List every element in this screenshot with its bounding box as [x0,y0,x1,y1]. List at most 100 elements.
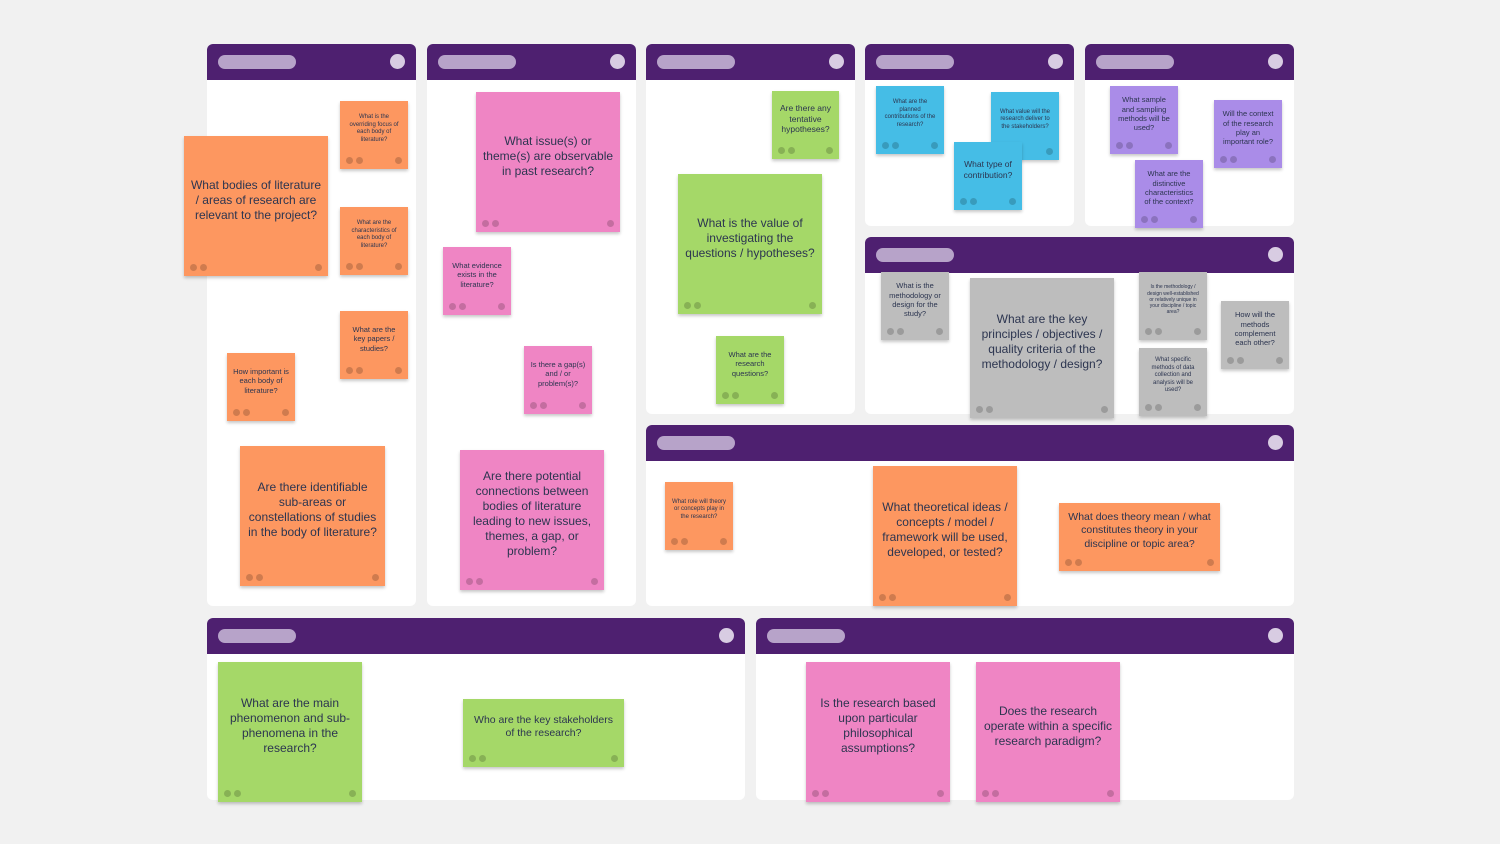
sticky-note[interactable]: What is the methodology or design for th… [881,272,949,340]
panel-menu-dot[interactable] [610,54,625,69]
note-corner-dot [1004,594,1011,601]
note-text: Is there a gap(s) and / or problem(s)? [530,359,586,388]
sticky-note[interactable]: How will the methods complement each oth… [1221,301,1289,369]
panel-title-placeholder[interactable] [1096,55,1174,69]
note-dots [1145,404,1162,411]
note-text: What are the planned contributions of th… [884,99,936,128]
note-dots [1227,357,1244,364]
note-corner-dot [349,790,356,797]
sticky-note[interactable]: Will the context of the research play an… [1214,100,1282,168]
note-text: How important is each body of literature… [233,366,289,395]
note-corner-dot [607,220,614,227]
sticky-note[interactable]: What are the key principles / objectives… [970,278,1114,418]
note-corner-dot [826,147,833,154]
note-text: Does the research operate within a speci… [983,703,1113,748]
note-corner-dot [771,392,778,399]
sticky-note[interactable]: What type of contribution? [954,142,1022,210]
panel-title-placeholder[interactable] [876,55,954,69]
panel-title-placeholder[interactable] [876,248,954,262]
panel-title-placeholder[interactable] [657,55,735,69]
note-text: What are the key papers / studies? [352,324,396,353]
note-corner-dot [395,263,402,270]
panel-title-placeholder[interactable] [438,55,516,69]
sticky-note[interactable]: Is there a gap(s) and / or problem(s)? [524,346,592,414]
panel-header [865,44,1074,80]
sticky-note[interactable]: What are the research questions? [716,336,784,404]
note-dots [1065,559,1082,566]
note-corner-dot [1190,216,1197,223]
note-dots [530,402,547,409]
panel-title-placeholder[interactable] [218,55,296,69]
note-dots [671,538,688,545]
sticky-note[interactable]: What evidence exists in the literature? [443,247,511,315]
note-text: What is the methodology or design for th… [889,281,941,319]
panel-title-placeholder[interactable] [657,436,735,450]
note-dots [982,790,999,797]
sticky-note[interactable]: What does theory mean / what constitutes… [1059,503,1220,571]
panel-menu-dot[interactable] [1268,247,1283,262]
panel-header [427,44,636,80]
panel-title-placeholder[interactable] [767,629,845,643]
panel-menu-dot[interactable] [829,54,844,69]
sticky-note[interactable]: Who are the key stakeholders of the rese… [463,699,624,767]
note-text: Who are the key stakeholders of the rese… [474,713,613,739]
panel-header [1085,44,1294,80]
note-text: What are the research questions? [728,349,772,378]
sticky-note[interactable]: What are the main phenomenon and sub-phe… [218,662,362,802]
sticky-note[interactable]: What specific methods of data collection… [1139,348,1207,416]
panel-title-placeholder[interactable] [218,629,296,643]
note-dots [778,147,795,154]
note-text: What does theory mean / what constitutes… [1068,511,1211,550]
note-corner-dot [1165,142,1172,149]
sticky-note[interactable]: What are the characteristics of each bod… [340,207,408,275]
note-text: What is the overriding focus of each bod… [349,114,399,143]
sticky-note[interactable]: Are there any tentative hypotheses? [772,91,839,159]
panel-header [756,618,1294,654]
sticky-note[interactable]: What theoretical ideas / concepts / mode… [873,466,1017,606]
sticky-note[interactable]: What role will theory or concepts play i… [665,482,733,550]
sticky-note[interactable]: Are there identifiable sub-areas or cons… [240,446,385,586]
note-corner-dot [1269,156,1276,163]
note-corner-dot [1207,559,1214,566]
sticky-note[interactable]: Does the research operate within a speci… [976,662,1120,802]
panel-menu-dot[interactable] [1268,628,1283,643]
sticky-note[interactable]: What are the key papers / studies? [340,311,408,379]
note-text: Will the context of the research play an… [1222,109,1274,147]
panel-menu-dot[interactable] [719,628,734,643]
sticky-note[interactable]: What is the value of investigating the q… [678,174,822,314]
sticky-note[interactable]: Are there potential connections between … [460,450,604,590]
note-text: Are there potential connections between … [472,469,592,558]
note-corner-dot [1194,328,1201,335]
note-text: What are the distinctive characteristics… [1144,169,1194,207]
panel-menu-dot[interactable] [1268,435,1283,450]
panel-menu-dot[interactable] [1048,54,1063,69]
note-dots [960,198,977,205]
sticky-note[interactable]: What sample and sampling methods will be… [1110,86,1178,154]
panel-header [646,425,1294,461]
sticky-note[interactable]: What issue(s) or theme(s) are observable… [476,92,620,232]
panel-menu-dot[interactable] [1268,54,1283,69]
note-corner-dot [809,302,816,309]
panel-menu-dot[interactable] [390,54,405,69]
sticky-note[interactable]: How important is each body of literature… [227,353,295,421]
note-dots [1220,156,1237,163]
note-dots [1116,142,1133,149]
note-corner-dot [282,409,289,416]
note-dots [879,594,896,601]
note-corner-dot [1107,790,1114,797]
note-dots [722,392,739,399]
sticky-note[interactable]: What are the distinctive characteristics… [1135,160,1203,228]
note-text: What theoretical ideas / concepts / mode… [882,500,1008,559]
sticky-note[interactable]: Is the methodology / design well-establi… [1139,272,1207,340]
sticky-note[interactable]: What bodies of literature / areas of res… [184,136,328,276]
sticky-note[interactable]: What is the overriding focus of each bod… [340,101,408,169]
note-corner-dot [931,142,938,149]
note-text: What are the characteristics of each bod… [351,220,397,249]
note-text: Is the methodology / design well-establi… [1147,284,1199,316]
sticky-note[interactable]: What are the planned contributions of th… [876,86,944,154]
note-corner-dot [720,538,727,545]
panel-header [865,237,1294,273]
note-dots [233,409,250,416]
note-dots [449,303,466,310]
sticky-note[interactable]: Is the research based upon particular ph… [806,662,950,802]
